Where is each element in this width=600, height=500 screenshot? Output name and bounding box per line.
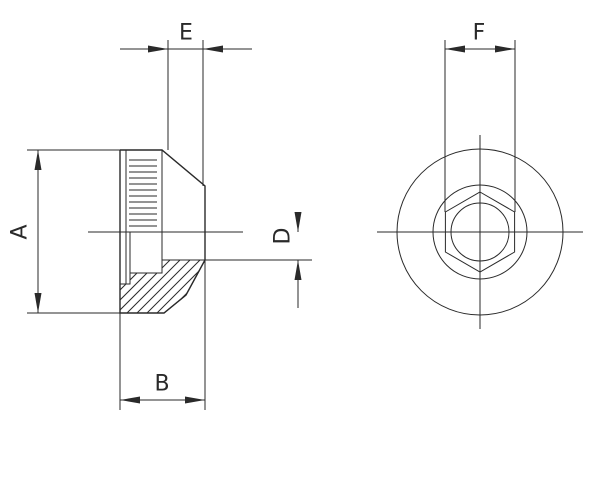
- section-outline: [119, 259, 206, 314]
- hatch-line: [159, 260, 205, 313]
- dim-e-label: E: [179, 21, 193, 46]
- hatch-line: [149, 260, 205, 313]
- hatch-line: [50, 260, 110, 320]
- dim-a-arrow-top: [34, 150, 42, 170]
- dimension-e: E: [120, 21, 252, 186]
- hatch-line: [120, 260, 121, 313]
- hatch-line: [120, 260, 171, 313]
- dim-a-label: A: [8, 224, 33, 239]
- dim-f-label: F: [473, 21, 486, 46]
- dimension-f: F: [444, 21, 516, 212]
- dim-d-label: D: [271, 228, 296, 245]
- hatch-line: [40, 260, 100, 320]
- dim-e-arrow-right: [203, 45, 223, 53]
- hatch-line: [139, 260, 201, 313]
- hatch-line: [120, 260, 181, 313]
- dim-d-arrow-bottom: [294, 260, 302, 280]
- hatch-line: [120, 260, 141, 313]
- side-view: [40, 149, 243, 320]
- hatch-line: [120, 260, 131, 313]
- knurl-lines: [129, 159, 157, 227]
- dimension-d: D: [205, 212, 312, 308]
- dim-b-label: B: [154, 372, 169, 397]
- dim-e-arrow-left: [148, 45, 168, 53]
- hatch-line: [129, 260, 191, 313]
- section-hatch: [40, 260, 205, 320]
- dim-b-arrow-right: [185, 396, 205, 404]
- hatch-line: [189, 260, 205, 313]
- dimension-b: B: [119, 260, 206, 410]
- dim-f-arrow-right: [495, 45, 515, 53]
- dim-f-arrow-left: [445, 45, 465, 53]
- dimension-a: A: [8, 149, 120, 314]
- front-view: [377, 135, 583, 329]
- dim-a-arrow-bottom: [34, 293, 42, 313]
- dim-b-arrow-left: [120, 396, 140, 404]
- hatch-line: [199, 260, 205, 313]
- dim-d-arrow-top: [294, 212, 302, 232]
